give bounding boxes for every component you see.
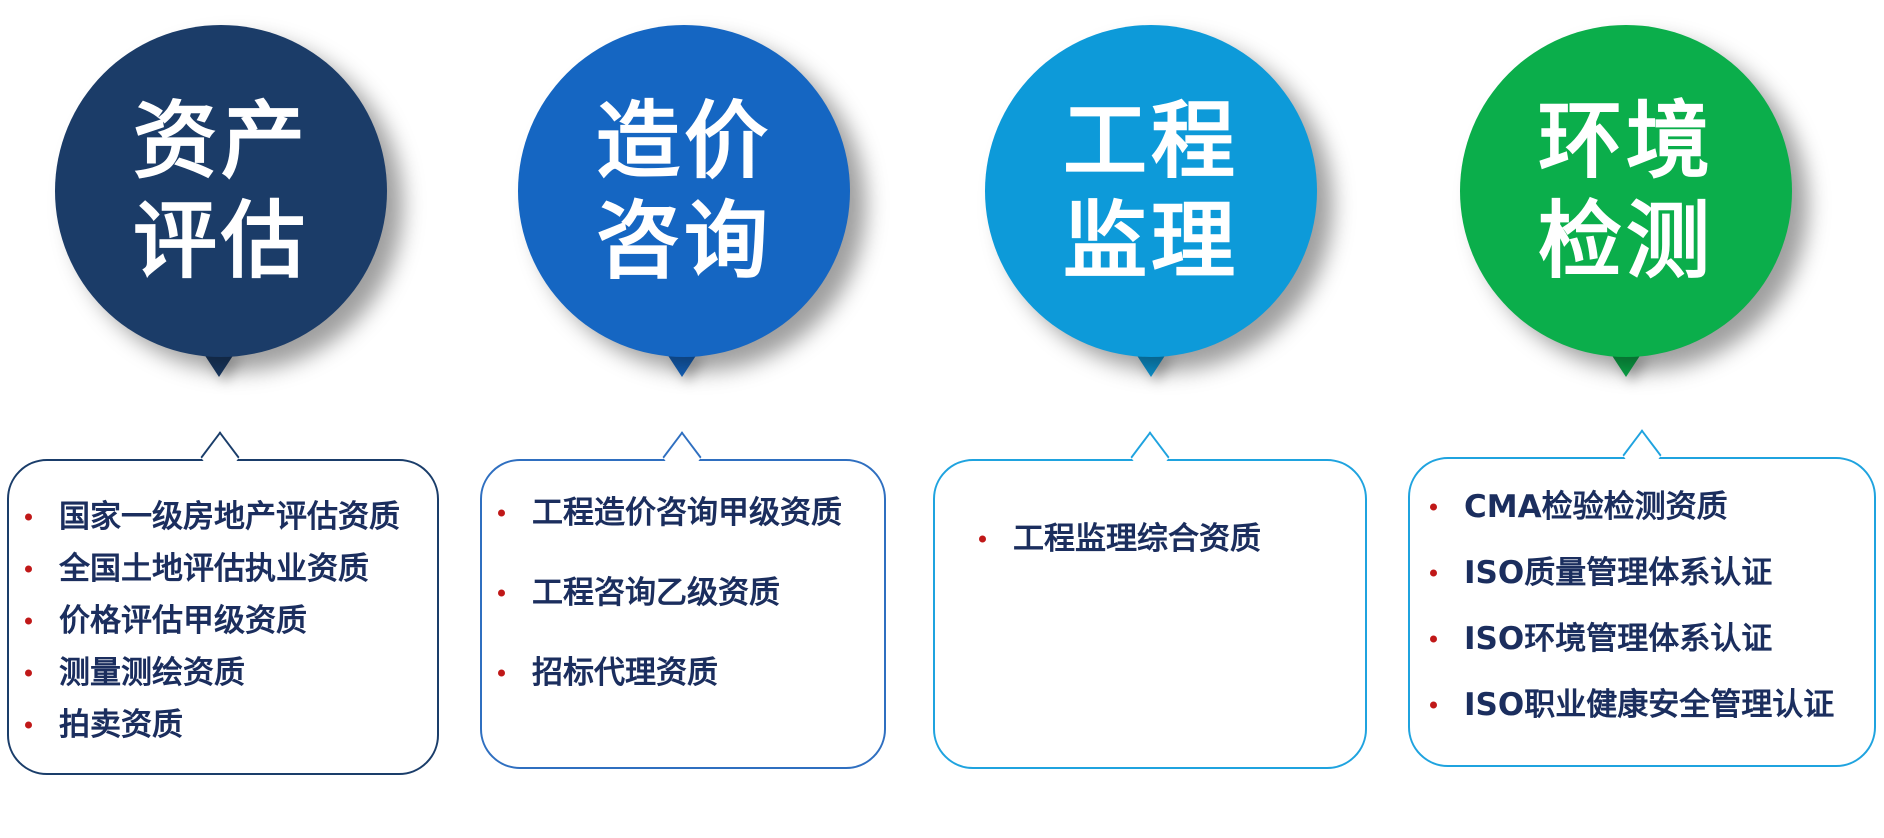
qualification-list: 工程造价咨询甲级资质 工程咨询乙级资质 招标代理资质: [498, 487, 842, 727]
list-item: 招标代理资质: [498, 647, 842, 727]
category-asset-valuation: 资产 评估 国家一级房地产评估资质 全国土地评估执业资质 价格评估甲级资质 测量…: [0, 0, 470, 838]
qualification-list: 国家一级房地产评估资质 全国土地评估执业资质 价格评估甲级资质 测量测绘资质 拍…: [25, 491, 400, 751]
circle-title-line-1: 环境: [1537, 92, 1714, 190]
list-item: 拍卖资质: [25, 699, 400, 751]
category-circle-supervision: 工程 监理: [985, 25, 1317, 357]
bullet-icon: [1430, 503, 1437, 511]
circle-title-line-2: 咨询: [595, 192, 772, 290]
list-item: 全国土地评估执业资质: [25, 543, 400, 595]
bullet-icon: [25, 565, 32, 573]
category-circle-environment: 环境 检测: [1460, 25, 1792, 357]
category-environment-testing: 环境 检测 CMA检验检测资质 ISO质量管理体系认证 ISO环境管理体系认证 …: [1408, 0, 1884, 838]
bullet-icon: [979, 535, 986, 543]
qualification-box-supervision: 工程监理综合资质: [933, 459, 1367, 769]
bullet-icon: [25, 669, 32, 677]
bullet-icon: [25, 617, 32, 625]
list-item: 工程监理综合资质: [979, 513, 1261, 565]
category-cost-consulting: 造价 咨询 工程造价咨询甲级资质 工程咨询乙级资质 招标代理资质: [470, 0, 940, 838]
list-item: 国家一级房地产评估资质: [25, 491, 400, 543]
qualification-list: CMA检验检测资质 ISO质量管理体系认证 ISO环境管理体系认证 ISO职业健…: [1430, 481, 1834, 745]
circle-title-line-1: 造价: [595, 92, 772, 190]
list-item: 价格评估甲级资质: [25, 595, 400, 647]
circle-title-line-2: 评估: [132, 192, 309, 290]
circle-title-line-1: 工程: [1062, 92, 1239, 190]
list-item: ISO职业健康安全管理认证: [1430, 679, 1834, 745]
list-item: 工程造价咨询甲级资质: [498, 487, 842, 567]
circle-title-line-2: 检测: [1537, 192, 1714, 290]
list-item: 测量测绘资质: [25, 647, 400, 699]
qualification-list: 工程监理综合资质: [979, 513, 1261, 565]
circle-title-line-2: 监理: [1062, 192, 1239, 290]
qualification-box-cost: 工程造价咨询甲级资质 工程咨询乙级资质 招标代理资质: [480, 459, 886, 769]
list-item: CMA检验检测资质: [1430, 481, 1834, 547]
bullet-icon: [1430, 701, 1437, 709]
bullet-icon: [25, 721, 32, 729]
list-item: ISO质量管理体系认证: [1430, 547, 1834, 613]
bullet-icon: [498, 669, 505, 677]
list-item: ISO环境管理体系认证: [1430, 613, 1834, 679]
qualification-box-environment: CMA检验检测资质 ISO质量管理体系认证 ISO环境管理体系认证 ISO职业健…: [1408, 457, 1876, 767]
category-circle-asset: 资产 评估: [55, 25, 387, 357]
bullet-icon: [1430, 569, 1437, 577]
category-engineering-supervision: 工程 监理 工程监理综合资质: [933, 0, 1410, 838]
bullet-icon: [498, 589, 505, 597]
category-circle-cost: 造价 咨询: [518, 25, 850, 357]
bullet-icon: [1430, 635, 1437, 643]
bullet-icon: [25, 513, 32, 521]
circle-title-line-1: 资产: [132, 92, 309, 190]
list-item: 工程咨询乙级资质: [498, 567, 842, 647]
bullet-icon: [498, 509, 505, 517]
qualification-box-asset: 国家一级房地产评估资质 全国土地评估执业资质 价格评估甲级资质 测量测绘资质 拍…: [7, 459, 439, 775]
